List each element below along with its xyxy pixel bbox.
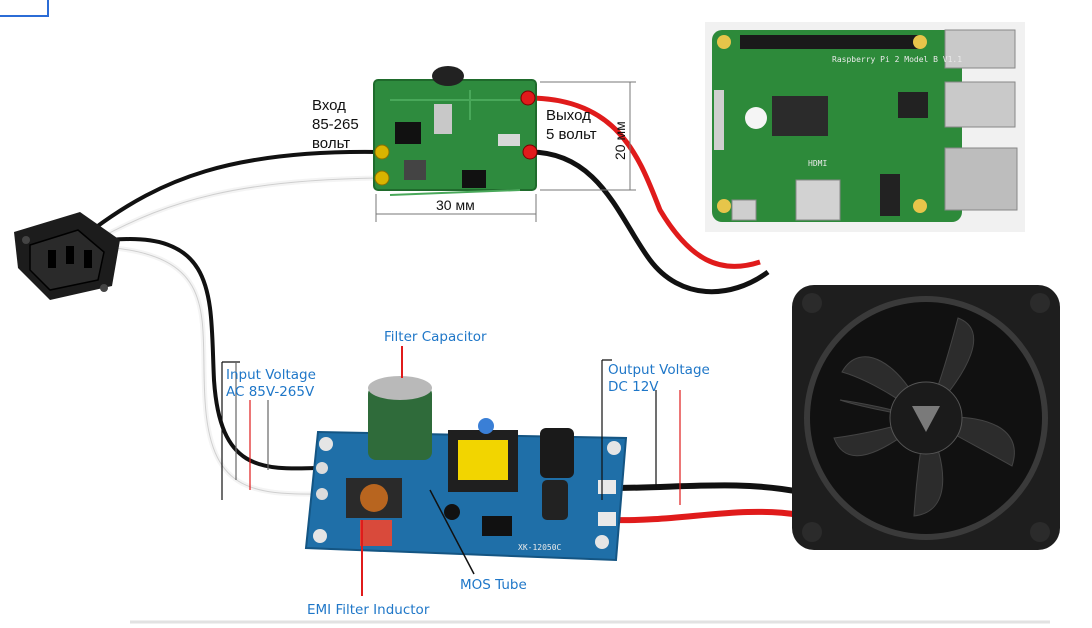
raspberry-pi-hdmi-text: HDMI bbox=[808, 159, 827, 168]
top-output-wires bbox=[527, 95, 770, 295]
ac-power-inlet bbox=[14, 212, 120, 300]
output-label-line1: Выход bbox=[546, 107, 591, 124]
input-label-line2: 85-265 bbox=[312, 116, 359, 133]
width-dimension-lines bbox=[375, 194, 537, 222]
input-voltage-label-line1: Input Voltage bbox=[226, 367, 316, 383]
mains-wires bbox=[93, 149, 379, 497]
output-label-line2: 5 вольт bbox=[546, 126, 597, 143]
top-power-module bbox=[373, 66, 538, 196]
mos-tube-label: MOS Tube bbox=[460, 577, 527, 593]
bottom-power-module: XK-12050C bbox=[304, 376, 628, 562]
height-dimension-lines bbox=[540, 81, 636, 191]
bottom-board-marking: XK-12050C bbox=[518, 543, 562, 552]
input-voltage-label-line2: AC 85V-265V bbox=[226, 384, 315, 400]
input-label-line3: вольт bbox=[312, 135, 350, 152]
corner-marker bbox=[0, 0, 49, 17]
bottom-output-wires bbox=[611, 482, 801, 524]
cooling-fan bbox=[792, 285, 1060, 550]
width-dimension-label: 30 мм bbox=[436, 197, 475, 213]
emi-filter-inductor-label: EMI Filter Inductor bbox=[307, 602, 430, 618]
output-voltage-label-line1: Output Voltage bbox=[608, 362, 710, 378]
height-dimension-label: 20 мм bbox=[612, 121, 628, 160]
raspberry-pi-board: Raspberry Pi 2 Model B V1.1 HDMI bbox=[705, 22, 1025, 232]
annotation-lines bbox=[221, 346, 681, 596]
output-voltage-label-line2: DC 12V bbox=[608, 379, 659, 395]
raspberry-pi-board-text: Raspberry Pi 2 Model B V1.1 bbox=[832, 55, 962, 64]
input-label-line1: Вход bbox=[312, 97, 346, 114]
filter-capacitor-label: Filter Capacitor bbox=[384, 329, 487, 345]
